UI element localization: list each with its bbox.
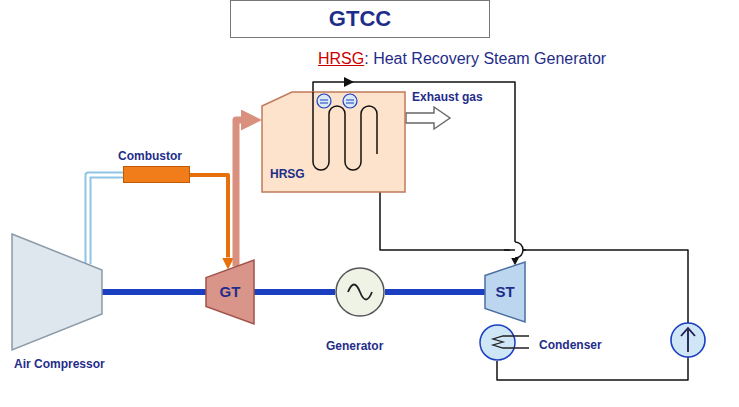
node-outline-svg (12, 234, 102, 350)
hrsg-casing (262, 92, 405, 192)
node-outline-svg (479, 324, 516, 361)
generator-body (336, 268, 384, 316)
pipe-core (88, 175, 123, 264)
combustor-body (124, 167, 190, 183)
exhaust-arrow (406, 107, 450, 129)
node-label: HRSG (270, 167, 305, 181)
node-label: Air Compressor (14, 357, 105, 371)
air-compressor: Air Compressor (10, 232, 114, 376)
steam-turbine: ST (485, 262, 525, 322)
condenser: Condenser (479, 323, 609, 363)
cooling-coil (493, 336, 529, 348)
drum-level (346, 100, 354, 103)
node-outline (12, 234, 102, 350)
exhaust-label-wrap: Exhaust gas (412, 90, 483, 104)
subtitle-line: HRSG: Heat Recovery Steam Generator (318, 50, 606, 68)
node-outline (479, 324, 516, 361)
shaft (102, 289, 206, 295)
title-box: GTCC (230, 0, 490, 38)
shaft (385, 289, 485, 295)
pump-symbol (671, 323, 705, 357)
node-label: GT (206, 283, 254, 301)
generator: Generator (320, 266, 400, 356)
air-pipe (88, 175, 123, 264)
shaft (254, 289, 335, 295)
node-outline-svg (335, 267, 385, 317)
line-hop (515, 242, 523, 258)
node-outline (335, 267, 385, 317)
exhaust-duct (236, 120, 241, 267)
pump-arrow (681, 328, 695, 352)
node-label: Combustor (118, 149, 182, 163)
turbomachine-body (485, 262, 525, 322)
hrsg-box: HRSG (262, 92, 405, 192)
hot-gas-arrow (190, 175, 228, 258)
node-label: Generator (326, 339, 383, 353)
feedwater-line (380, 192, 688, 380)
gas-turbine: GT (206, 260, 254, 324)
node-outline (123, 166, 190, 183)
combustor-box: Combustor (118, 146, 198, 186)
drum-level (320, 100, 328, 103)
condenser-shell (480, 325, 515, 360)
diagram-title: GTCC (329, 1, 391, 37)
steam-drum (343, 94, 357, 108)
ac-symbol (348, 285, 372, 300)
node-outline-svg (123, 166, 190, 183)
turbomachine-body (206, 260, 254, 324)
abbreviation-label: HRSG (318, 50, 364, 67)
steam-drum (317, 94, 331, 108)
heat-exchanger-coil (313, 92, 377, 170)
node-label: ST (485, 283, 525, 301)
node-label: Condenser (539, 338, 602, 352)
flow-arrowhead (344, 77, 354, 87)
abbreviation-definition: : Heat Recovery Steam Generator (364, 50, 606, 67)
flow-label: Exhaust gas (412, 90, 483, 104)
turbomachine-body (12, 234, 102, 350)
